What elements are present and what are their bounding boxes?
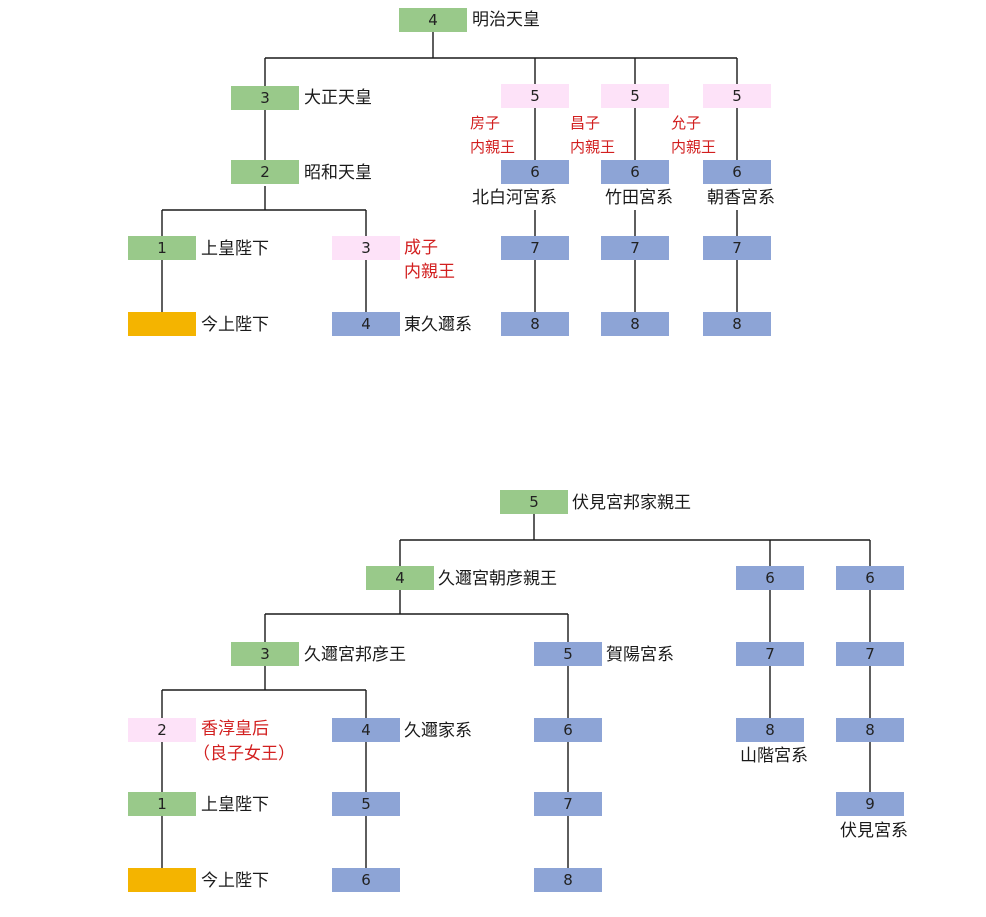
node-kaya-5: 5 — [534, 642, 602, 666]
label-kuniie: 伏見宮邦家親王 — [572, 493, 691, 513]
node-kuni-4: 4 — [332, 718, 400, 742]
label-kaya: 賀陽宮系 — [606, 645, 674, 665]
node-kojun: 2 — [128, 718, 196, 742]
node-nobuko: 5 — [703, 84, 771, 108]
label-nobuko-2: 内親王 — [671, 138, 717, 156]
node-taisho: 3 — [231, 86, 299, 110]
node-kuni-5: 5 — [332, 792, 400, 816]
node-kuniie: 5 — [500, 490, 568, 514]
label-showa: 昭和天皇 — [304, 163, 372, 183]
node-kinjo-2 — [128, 868, 196, 892]
node-yamashina-6: 6 — [736, 566, 804, 590]
node-yamashina-8: 8 — [736, 718, 804, 742]
label-kojun-2: （良子女王） — [193, 744, 295, 764]
label-takeda: 竹田宮系 — [605, 188, 673, 208]
node-joko-1: 1 — [128, 236, 196, 260]
node-kaya-8: 8 — [534, 868, 602, 892]
node-yamashina-7: 7 — [736, 642, 804, 666]
label-kuni: 久邇家系 — [404, 721, 472, 741]
label-shigeko-1: 成子 — [404, 238, 438, 258]
node-shigeko: 3 — [332, 236, 400, 260]
label-joko-2: 上皇陛下 — [201, 795, 269, 815]
node-asaka-6: 6 — [703, 160, 771, 184]
label-asaka: 朝香宮系 — [707, 188, 775, 208]
label-fusako-1: 房子 — [470, 114, 501, 132]
node-takeda-7: 7 — [601, 236, 669, 260]
node-kaya-7: 7 — [534, 792, 602, 816]
label-kuniyoshi: 久邇宮邦彦王 — [304, 645, 406, 665]
label-higashikuni: 東久邇系 — [404, 315, 472, 335]
label-fusako-2: 内親王 — [470, 138, 516, 156]
label-asahiko: 久邇宮朝彦親王 — [438, 569, 557, 589]
node-showa: 2 — [231, 160, 299, 184]
label-masako-1: 昌子 — [570, 114, 601, 132]
node-asahiko: 4 — [366, 566, 434, 590]
node-kitashirakawa-6: 6 — [501, 160, 569, 184]
label-masako-2: 内親王 — [570, 138, 616, 156]
node-kinjo-1 — [128, 312, 196, 336]
label-kinjo-1: 今上陛下 — [201, 315, 269, 335]
node-joko-2: 1 — [128, 792, 196, 816]
label-kinjo-2: 今上陛下 — [201, 871, 269, 891]
node-meiji: 4 — [399, 8, 467, 32]
node-kaya-6: 6 — [534, 718, 602, 742]
node-takeda-8: 8 — [601, 312, 669, 336]
node-kuniyoshi: 3 — [231, 642, 299, 666]
node-fushimi-9: 9 — [836, 792, 904, 816]
node-fushimi-6: 6 — [836, 566, 904, 590]
node-asaka-7: 7 — [703, 236, 771, 260]
node-kuni-6: 6 — [332, 868, 400, 892]
node-higashikuni: 4 — [332, 312, 400, 336]
label-joko-1: 上皇陛下 — [201, 239, 269, 259]
node-fushimi-7: 7 — [836, 642, 904, 666]
label-fushimi: 伏見宮系 — [840, 821, 908, 841]
label-meiji: 明治天皇 — [472, 10, 540, 30]
node-fushimi-8: 8 — [836, 718, 904, 742]
label-nobuko-1: 允子 — [671, 114, 702, 132]
node-kitashirakawa-8: 8 — [501, 312, 569, 336]
label-taisho: 大正天皇 — [304, 88, 372, 108]
label-yamashina: 山階宮系 — [740, 746, 808, 766]
node-kitashirakawa-7: 7 — [501, 236, 569, 260]
label-kojun-1: 香淳皇后 — [201, 719, 269, 739]
node-masako: 5 — [601, 84, 669, 108]
node-asaka-8: 8 — [703, 312, 771, 336]
label-kitashirakawa: 北白河宮系 — [472, 188, 557, 208]
node-fusako: 5 — [501, 84, 569, 108]
label-shigeko-2: 内親王 — [404, 262, 455, 282]
node-takeda-6: 6 — [601, 160, 669, 184]
